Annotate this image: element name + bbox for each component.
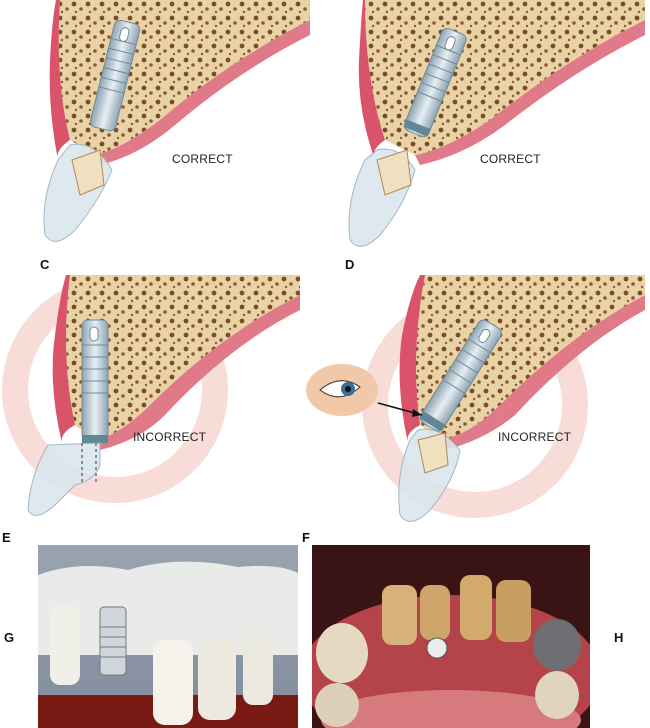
gum-shape [399,275,425,443]
bone-shape [58,0,310,155]
panel-f-illustration [306,275,645,522]
photo-label: G [4,630,15,645]
gum-shape [52,275,75,443]
gum-shape [440,295,645,450]
gum-shape [49,0,70,160]
gum-shape [415,20,645,165]
abutment [71,149,105,196]
eye-icon [306,364,378,416]
bone-shape [66,275,300,440]
dental-model-image [38,561,298,728]
panel-c: CORRECT C [0,0,320,272]
implant [419,319,502,432]
caption-correct: CORRECT [172,152,233,166]
panel-e: INCORRECT E [0,275,320,545]
panel-label: F [302,530,310,545]
bone-shape [416,275,645,440]
panel-d: CORRECT D [325,0,650,272]
arrow-head [412,409,422,417]
panel-label: C [40,257,50,272]
implant [81,319,109,443]
panel-c-illustration [43,0,310,242]
implant [89,19,141,132]
panel-f: INCORRECT F [300,275,650,545]
gum-shape [95,20,310,165]
photo-label: H [614,630,624,645]
photo-g [38,545,298,728]
panel-label: E [2,530,11,545]
gum-shape [358,0,385,160]
intraoral-photo [312,575,590,728]
panel-e-illustration [2,275,300,516]
bone-shape [365,0,645,155]
caption-incorrect: INCORRECT [498,430,572,444]
abutment [417,432,449,474]
panel-d-illustration [348,0,645,247]
photo-h [312,545,590,728]
abutment [376,149,412,196]
caption-correct: CORRECT [480,152,541,166]
caption-incorrect: INCORRECT [133,430,207,444]
implant [403,28,467,138]
gum-shape [95,295,300,450]
panel-label: D [345,257,355,272]
